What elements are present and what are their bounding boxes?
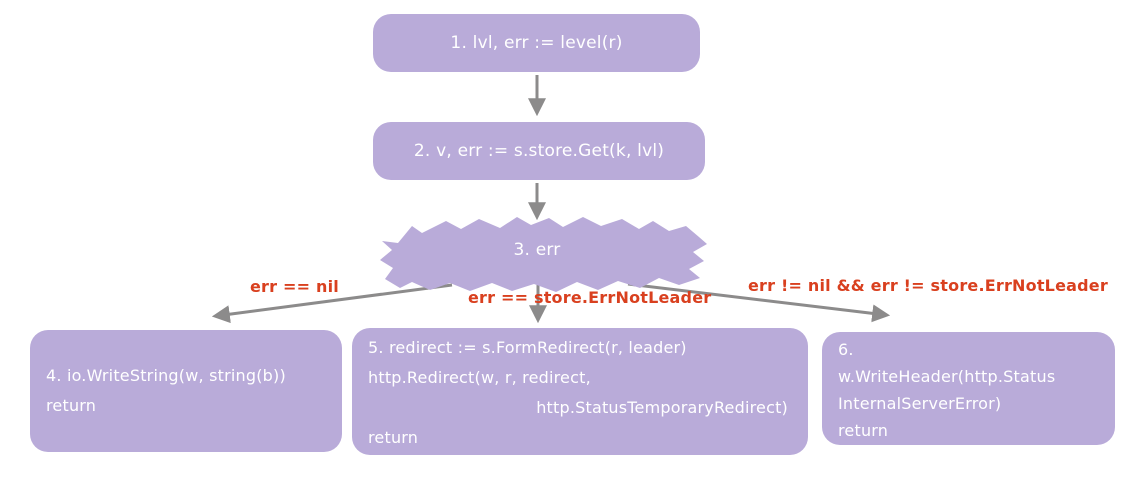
node-1-label: 1. lvl, err := level(r): [450, 33, 623, 53]
flowchart-node-2: 2. v, err := s.store.Get(k, lvl): [373, 122, 705, 180]
flowchart-node-6: 6. w.WriteHeader(http.Status InternalSer…: [822, 332, 1115, 445]
flowchart-node-4: 4. io.WriteString(w, string(b)) return: [30, 330, 342, 452]
node-5-line: return: [368, 428, 419, 447]
node-3-label-text: 3. err: [513, 240, 561, 260]
flowchart-node-1: 1. lvl, err := level(r): [373, 14, 700, 72]
arrow-3-to-4: [211, 283, 453, 324]
node-4-line: return: [46, 396, 97, 415]
node-5-line: 5. redirect := s.FormRedirect(r, leader): [368, 338, 687, 357]
node-4-line: 4. io.WriteString(w, string(b)): [46, 366, 286, 385]
node-6-line: return: [838, 421, 889, 440]
node-5-line: http.StatusTemporaryRedirect): [536, 398, 788, 417]
flowchart-node-5: 5. redirect := s.FormRedirect(r, leader)…: [352, 328, 808, 455]
node-6-line: InternalServerError): [838, 394, 1002, 413]
node-6-line: w.WriteHeader(http.Status: [838, 367, 1056, 386]
node-5-line: http.Redirect(w, r, redirect,: [368, 368, 591, 387]
edge-label-err-eq-nil: err == nil: [250, 277, 339, 296]
jagged-burst-shape: [380, 217, 707, 292]
flowchart-node-3: 3. err: [437, 240, 637, 260]
node-2-label: 2. v, err := s.store.Get(k, lvl): [413, 141, 665, 161]
arrow-3-to-6: [627, 282, 891, 323]
node-6-line: 6.: [838, 340, 854, 359]
edge-label-err-eq-errnotleader: err == store.ErrNotLeader: [468, 288, 712, 307]
edge-label-err-ne-nil-and-ne-errnotleader: err != nil && err != store.ErrNotLeader: [748, 276, 1108, 295]
